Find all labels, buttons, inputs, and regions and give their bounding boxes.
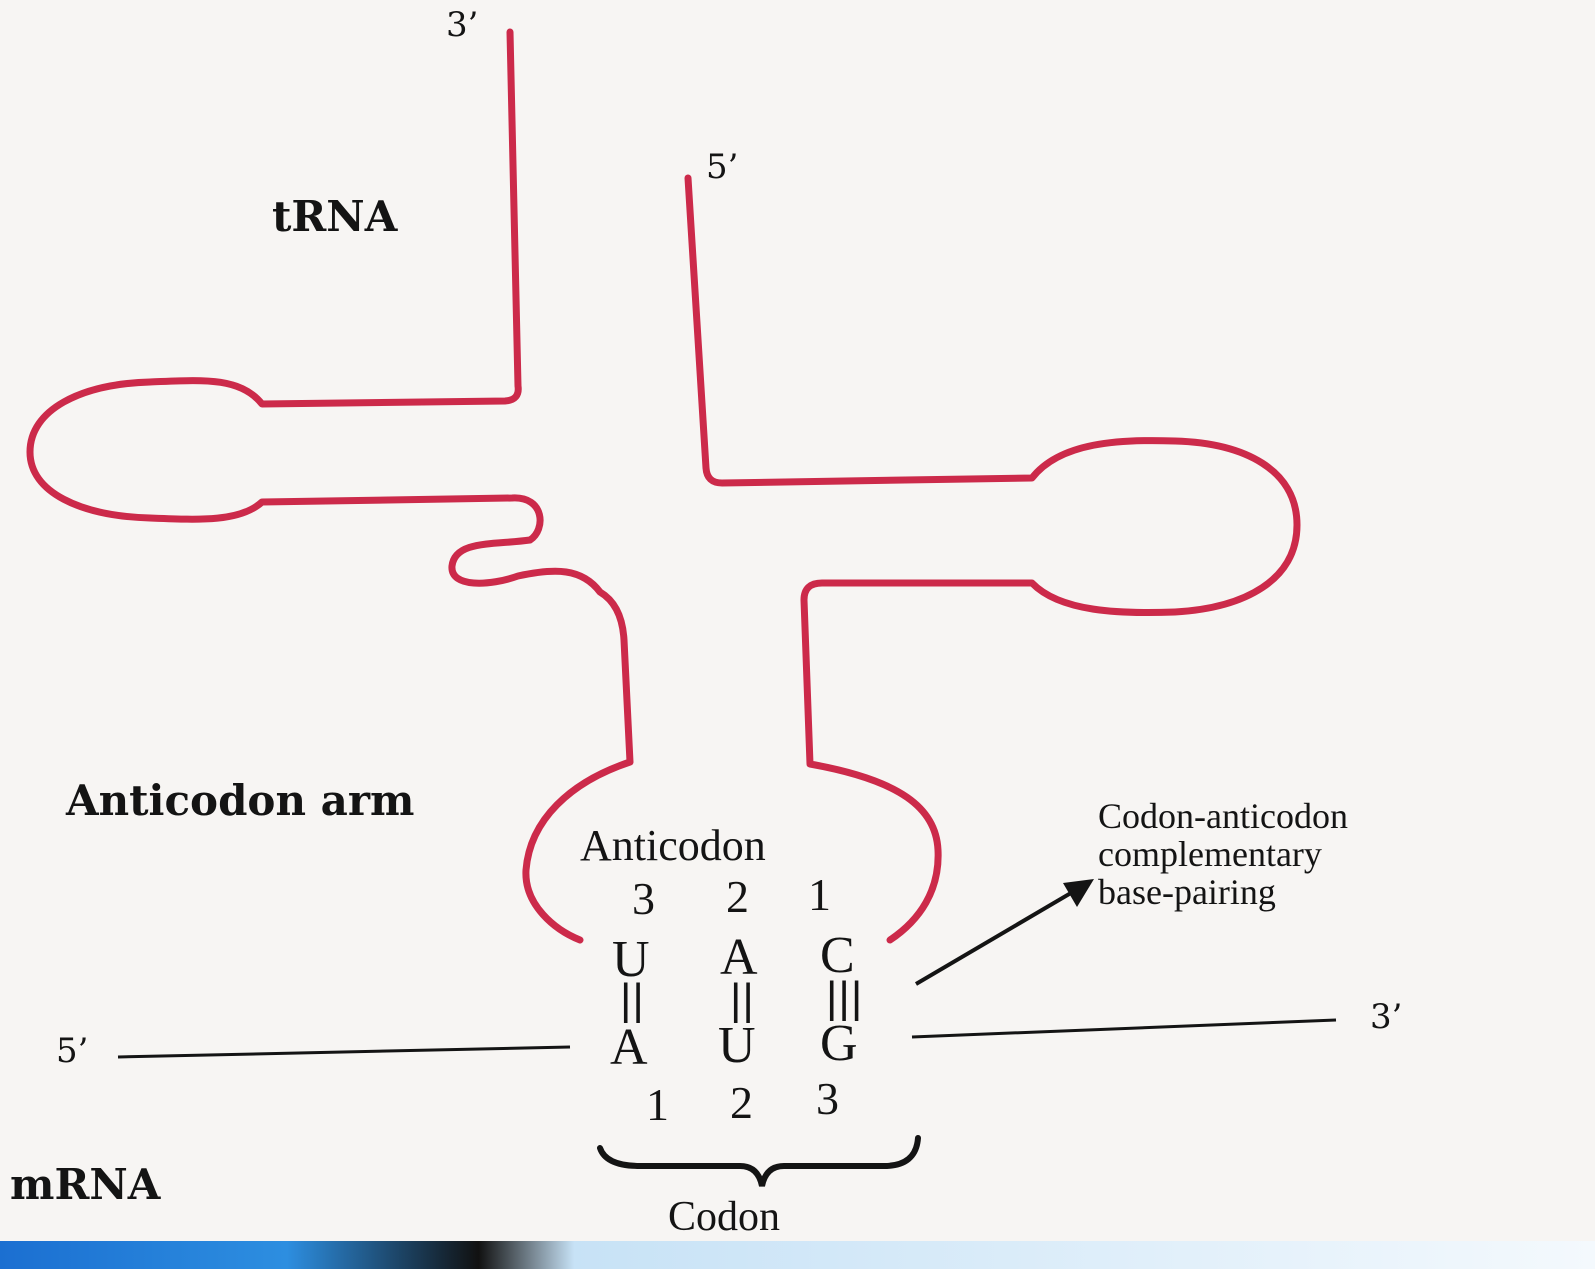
- trna-5prime-label: 5’: [706, 150, 738, 184]
- trna-3prime-label: 3’: [446, 8, 478, 42]
- trna-label: tRNA: [272, 196, 397, 238]
- pairing-note: Codon-anticodon complementary base-pairi…: [1098, 798, 1348, 911]
- codon-label: Codon: [668, 1196, 780, 1238]
- mrna-label: mRNA: [10, 1164, 160, 1206]
- mrna-strand-left: [118, 1047, 570, 1057]
- codon-base: A: [610, 1022, 648, 1074]
- mrna-strand-right: [912, 1020, 1336, 1037]
- pairing-arrow-line: [916, 890, 1076, 984]
- pairing-note-line: base-pairing: [1098, 874, 1348, 912]
- pairing-note-line: complementary: [1098, 836, 1348, 874]
- codon-base: U: [718, 1020, 756, 1072]
- mrna-3prime-label: 3’: [1370, 1000, 1402, 1034]
- mrna-5prime-label: 5’: [56, 1034, 88, 1068]
- anticodon-arm-label: Anticodon arm: [66, 780, 414, 822]
- anticodon-position: 2: [726, 874, 749, 920]
- hydrogen-bond: |||: [826, 976, 863, 1020]
- codon-brace: [600, 1138, 918, 1186]
- codon-base: G: [820, 1018, 858, 1070]
- anticodon-position: 1: [808, 872, 831, 918]
- hydrogen-bond: ||: [730, 978, 755, 1022]
- pairing-note-line: Codon-anticodon: [1098, 798, 1348, 836]
- slide-footer-bar: [0, 1241, 1595, 1269]
- hydrogen-bond: ||: [620, 978, 645, 1022]
- anticodon-label: Anticodon: [580, 824, 766, 868]
- codon-position: 3: [816, 1076, 839, 1122]
- anticodon-position: 3: [632, 876, 655, 922]
- codon-position: 2: [730, 1080, 753, 1126]
- codon-position: 1: [646, 1082, 669, 1128]
